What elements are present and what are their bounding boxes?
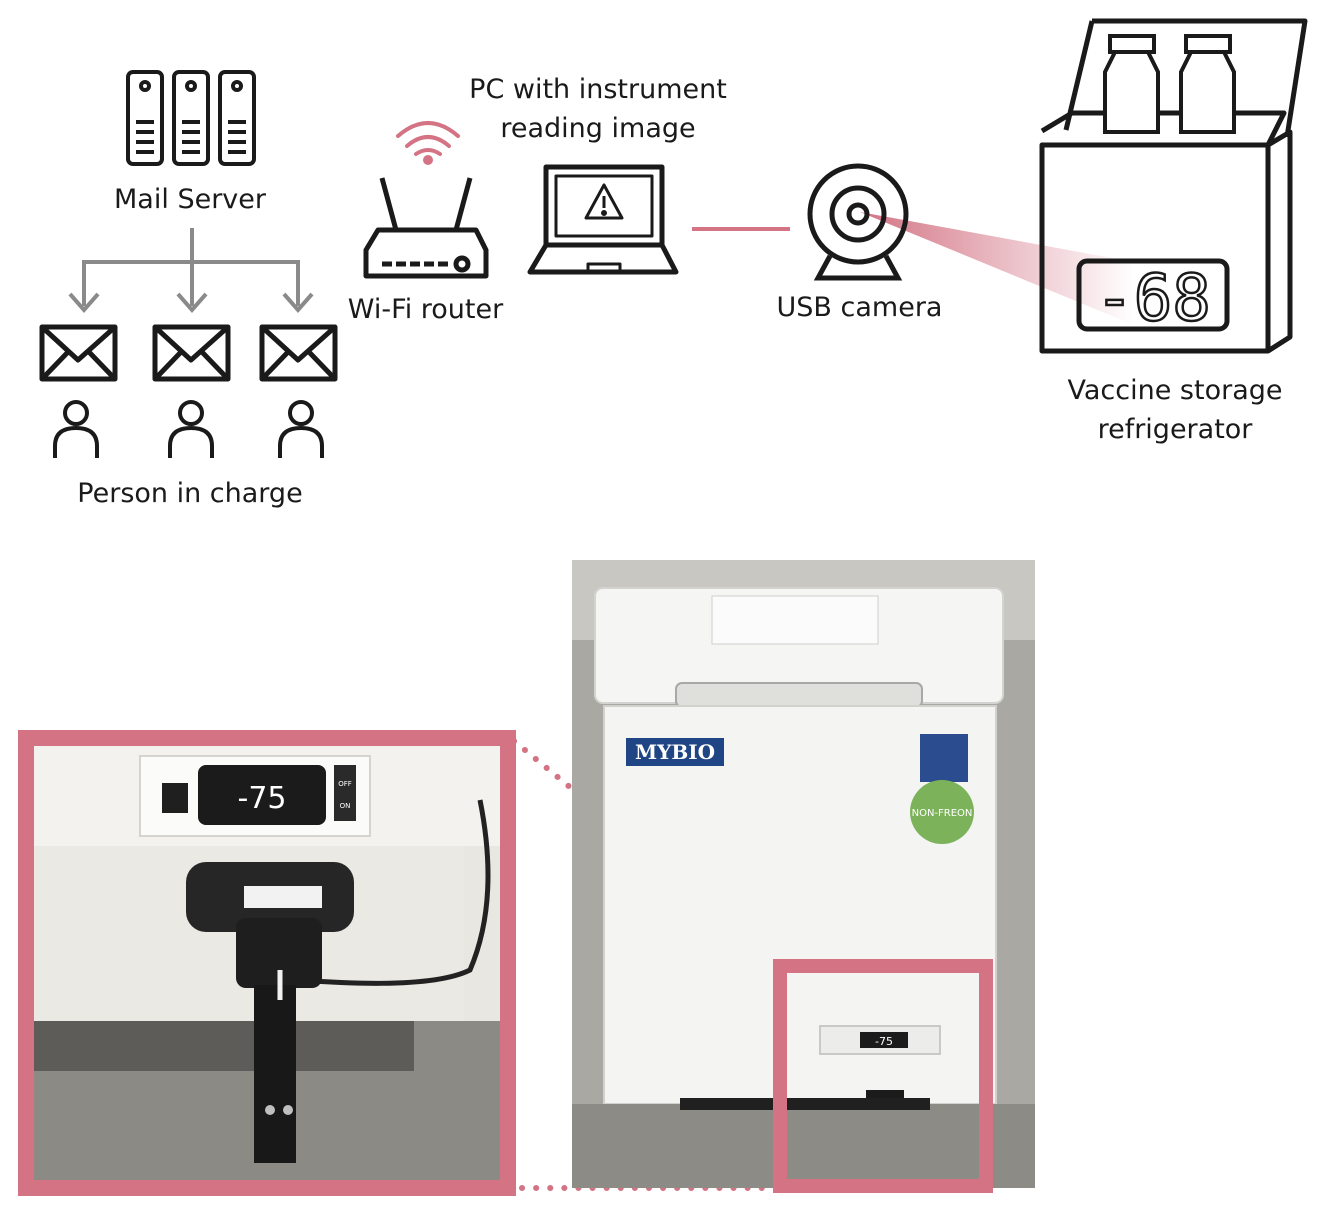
- photo-brand-label: MYBIO: [635, 740, 715, 764]
- photo-small-display-reading: -75: [875, 1035, 893, 1048]
- person-in-charge-label: Person in charge: [77, 478, 303, 509]
- webcam-lens-highlight: [866, 198, 874, 206]
- refrigerator-icon: [1039, 18, 1308, 354]
- mail-icon: [152, 324, 231, 382]
- router-icon: [363, 177, 489, 279]
- webcam-icon: [807, 163, 909, 281]
- panel-on-label: ON: [340, 802, 351, 810]
- person-icon: [53, 400, 99, 458]
- usb-camera-label: USB camera: [776, 292, 943, 323]
- zoomed-display-reading: -75: [238, 781, 287, 816]
- refrigerator-display-reading: -68: [1095, 262, 1211, 336]
- mail-server-label: Mail Server: [114, 184, 266, 215]
- pc-label-line2: reading image: [500, 113, 696, 144]
- zoomed-photo-frame: [18, 730, 516, 1196]
- mail-icon: [39, 324, 118, 382]
- zoomed-photo: -75 OFF ON: [34, 746, 500, 1180]
- zoom-connector-dots: [511, 738, 785, 965]
- camera-view-beam: [860, 212, 1134, 325]
- wifi-router-label: Wi-Fi router: [347, 294, 504, 325]
- server-icon: [126, 70, 256, 166]
- mail-icon: [259, 324, 338, 382]
- photo-badge-label: NON-FREON: [912, 808, 973, 819]
- refrigerator-photo: MYBIO NON-FREON -75: [572, 560, 1035, 1193]
- panel-off-label: OFF: [338, 780, 352, 788]
- refrigerator-label-line1: Vaccine storage: [1067, 375, 1283, 406]
- refrigerator-label-line2: refrigerator: [1097, 414, 1253, 445]
- laptop-icon: [527, 164, 679, 275]
- pc-label-line1: PC with instrument: [469, 74, 727, 105]
- warning-icon: [584, 183, 624, 220]
- mail-distribution-arrows: [68, 228, 314, 314]
- person-icon: [278, 400, 324, 458]
- person-icon: [168, 400, 214, 458]
- bottle-icon: [1103, 34, 1160, 134]
- wifi-icon: [396, 121, 460, 165]
- bottle-icon: [1179, 34, 1236, 134]
